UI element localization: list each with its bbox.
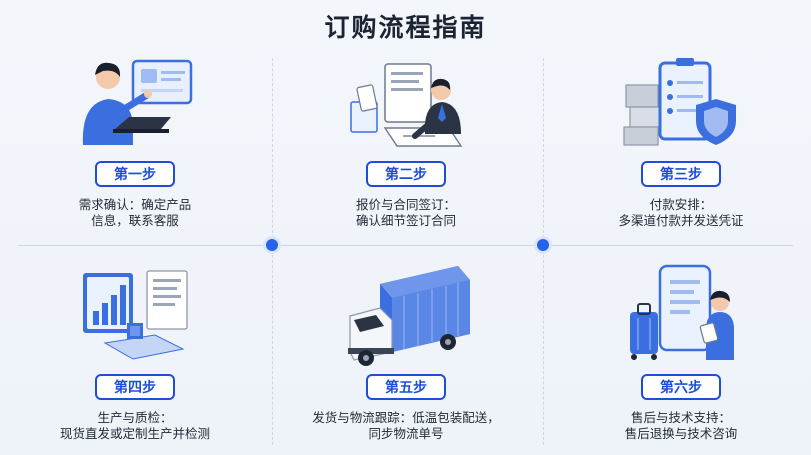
vertical-divider-left-bottom <box>272 255 273 445</box>
step-6-button[interactable]: 第六步 <box>641 374 721 400</box>
contract-signing-icon <box>350 63 463 147</box>
step-6-desc-line-2: 售后退换与技术咨询 <box>624 426 738 441</box>
junction-dot-left <box>266 239 278 251</box>
delivery-truck-icon <box>348 266 470 366</box>
step-5-desc-line-1: 发货与物流跟踪：低温包装配送， <box>312 410 500 425</box>
step-5-button[interactable]: 第五步 <box>366 374 446 400</box>
junction-dot-right <box>537 239 549 251</box>
step-3-button[interactable]: 第三步 <box>641 161 721 187</box>
page-title: 订购流程指南 <box>324 13 487 42</box>
step-3-description: 付款安排： 多渠道付款并发送凭证 <box>561 197 801 229</box>
step-6-description: 售后与技术支持： 售后退换与技术咨询 <box>561 410 801 442</box>
step-5-desc-line-2: 同步物流单号 <box>368 426 444 441</box>
step-2-desc-line-2: 确认细节签订合同 <box>355 213 456 228</box>
vertical-divider-right-top <box>543 58 544 238</box>
step-1-description: 需求确认：确定产品 信息，联系客服 <box>15 197 255 229</box>
step-3-desc-line-2: 多渠道付款并发送凭证 <box>618 213 744 228</box>
step-1-desc-line-1: 需求确认：确定产品 <box>78 197 192 212</box>
step-2-desc-line-1: 报价与合同签订： <box>355 197 456 212</box>
step-4-button[interactable]: 第四步 <box>95 374 175 400</box>
step-6-desc-line-1: 售后与技术支持： <box>630 410 731 425</box>
step-4-desc-line-1: 生产与质检： <box>97 410 173 425</box>
step-1-button[interactable]: 第一步 <box>95 161 175 187</box>
horizontal-divider <box>18 245 793 246</box>
vertical-divider-right-bottom <box>543 255 544 445</box>
step-3-desc-line-1: 付款安排： <box>649 197 713 212</box>
step-2-description: 报价与合同签订： 确认细节签订合同 <box>286 197 526 229</box>
after-sales-support-icon <box>630 264 734 360</box>
step-5-description: 发货与物流跟踪：低温包装配送， 同步物流单号 <box>286 410 526 442</box>
payment-shield-icon <box>623 58 736 146</box>
step-2-button[interactable]: 第二步 <box>366 161 446 187</box>
production-chart-icon <box>83 270 188 360</box>
step-4-desc-line-2: 现货直发或定制生产并检测 <box>59 426 210 441</box>
step-4-description: 生产与质检： 现货直发或定制生产并检测 <box>15 410 255 442</box>
step-1-desc-line-2: 信息，联系客服 <box>91 213 179 228</box>
customer-service-icon <box>82 59 193 145</box>
vertical-divider-left-top <box>272 58 273 238</box>
